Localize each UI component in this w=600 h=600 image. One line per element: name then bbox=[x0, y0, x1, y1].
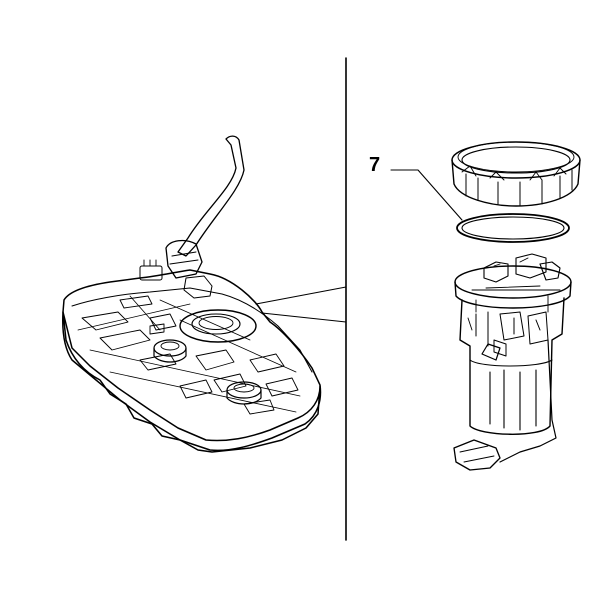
fuel-tank bbox=[62, 135, 322, 453]
callout-number-7: 7 bbox=[369, 154, 380, 176]
seal-ring bbox=[456, 213, 570, 243]
tank-leader-lines bbox=[255, 286, 347, 323]
fuel-pump-module bbox=[453, 253, 572, 471]
lock-ring bbox=[451, 141, 581, 207]
callout-leader-line-7 bbox=[390, 169, 463, 221]
